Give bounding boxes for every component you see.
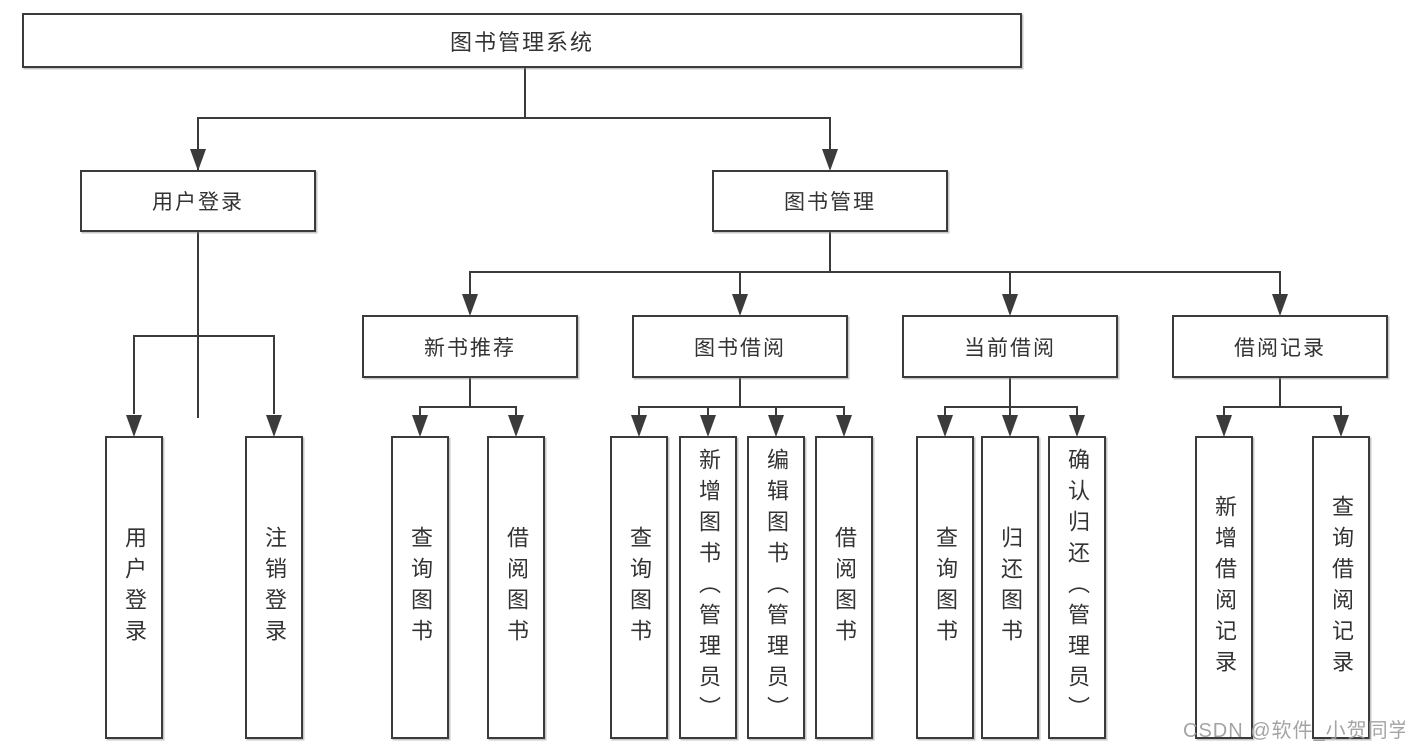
leaf-label: 确认归还（管理员） xyxy=(1065,448,1090,727)
connector-root-split xyxy=(197,68,831,418)
node-label: 用户登录 xyxy=(152,191,244,214)
node-user-login: 用户登录 xyxy=(80,170,316,232)
leaf-label: 注销登录 xyxy=(262,525,287,650)
leaf-borrow-books: 借阅图书 xyxy=(815,436,873,739)
leaf-label: 新增借阅记录 xyxy=(1212,494,1237,681)
leaf-add-borrow-record: 新增借阅记录 xyxy=(1195,436,1253,739)
leaf-label: 查询图书 xyxy=(627,525,652,650)
node-book-management: 图书管理 xyxy=(712,170,948,232)
connector-records-split xyxy=(1223,378,1342,415)
leaf-confirm-return-admin: 确认归还（管理员） xyxy=(1048,436,1106,739)
leaf-return-book: 归还图书 xyxy=(981,436,1039,739)
csdn-watermark: CSDN @软件_小贺同学 xyxy=(1183,720,1405,742)
leaf-label: 用户登录 xyxy=(122,525,147,650)
leaf-edit-book-admin: 编辑图书（管理员） xyxy=(747,436,805,739)
leaf-label: 查询图书 xyxy=(408,525,433,650)
leaf-label: 借阅图书 xyxy=(832,525,857,650)
leaf-add-book-admin: 新增图书（管理员） xyxy=(679,436,737,739)
connector-recommend-split xyxy=(419,378,517,415)
leaf-label: 新增图书（管理员） xyxy=(696,448,721,727)
leaf-label: 查询借阅记录 xyxy=(1329,494,1354,681)
connector-current-split xyxy=(944,378,1078,415)
node-label: 新书推荐 xyxy=(424,336,516,360)
node-label: 当前借阅 xyxy=(964,336,1056,360)
node-library-management-system: 图书管理系统 xyxy=(22,13,1022,68)
node-label: 图书管理系统 xyxy=(449,29,594,55)
leaf-query-books-borrow: 查询图书 xyxy=(610,436,668,739)
leaf-label: 归还图书 xyxy=(998,525,1023,650)
node-book-borrowing: 图书借阅 xyxy=(632,315,848,378)
node-current-borrowing: 当前借阅 xyxy=(902,315,1118,378)
leaf-borrow-books-recommend: 借阅图书 xyxy=(487,436,545,739)
leaf-query-books-recommend: 查询图书 xyxy=(391,436,449,739)
node-label: 图书借阅 xyxy=(694,336,786,360)
leaf-label: 查询图书 xyxy=(933,525,958,650)
connector-mgmt-split xyxy=(469,232,1281,294)
leaf-query-borrow-record: 查询借阅记录 xyxy=(1312,436,1370,739)
node-borrowing-records: 借阅记录 xyxy=(1172,315,1388,378)
leaf-query-books-current: 查询图书 xyxy=(916,436,974,739)
node-label: 图书管理 xyxy=(784,191,876,214)
leaf-user-login: 用户登录 xyxy=(105,436,163,739)
node-new-book-recommendation: 新书推荐 xyxy=(362,315,578,378)
leaf-logout: 注销登录 xyxy=(245,436,303,739)
leaf-label: 借阅图书 xyxy=(504,525,529,650)
node-label: 借阅记录 xyxy=(1234,336,1326,360)
arrowheads xyxy=(126,149,1349,437)
leaf-label: 编辑图书（管理员） xyxy=(764,448,789,727)
connector-login-split xyxy=(133,232,275,414)
connector-borrow-split xyxy=(638,378,845,415)
